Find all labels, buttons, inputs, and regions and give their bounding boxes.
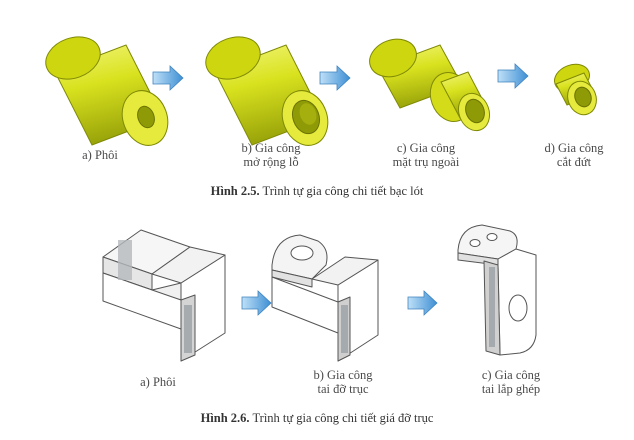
arrow-icon — [497, 63, 529, 89]
step-label-a: a) Phôi — [140, 375, 176, 389]
raw-cylinder-icon — [45, 36, 169, 146]
figure-caption: Hình 2.6. Trình tự gia công chi tiết giá… — [200, 411, 434, 425]
arrow-icon — [241, 290, 272, 316]
bored-cylinder-icon — [205, 36, 329, 146]
bushing-icon — [554, 63, 597, 116]
arrow-icon — [407, 290, 438, 316]
stepped-cylinder-icon — [369, 38, 491, 132]
bracket-icon — [457, 224, 537, 356]
figure-2-5-illustration — [45, 36, 597, 146]
figure-2-6-illustration — [102, 224, 537, 362]
step-label-a: a) Phôi — [82, 148, 118, 162]
figure-caption: Hình 2.5. Trình tự gia công chi tiết bạc… — [210, 184, 424, 198]
lug-block-icon — [271, 234, 379, 362]
arrow-icon — [152, 65, 184, 91]
arrow-icon — [319, 65, 351, 91]
raw-block-icon — [102, 229, 226, 362]
